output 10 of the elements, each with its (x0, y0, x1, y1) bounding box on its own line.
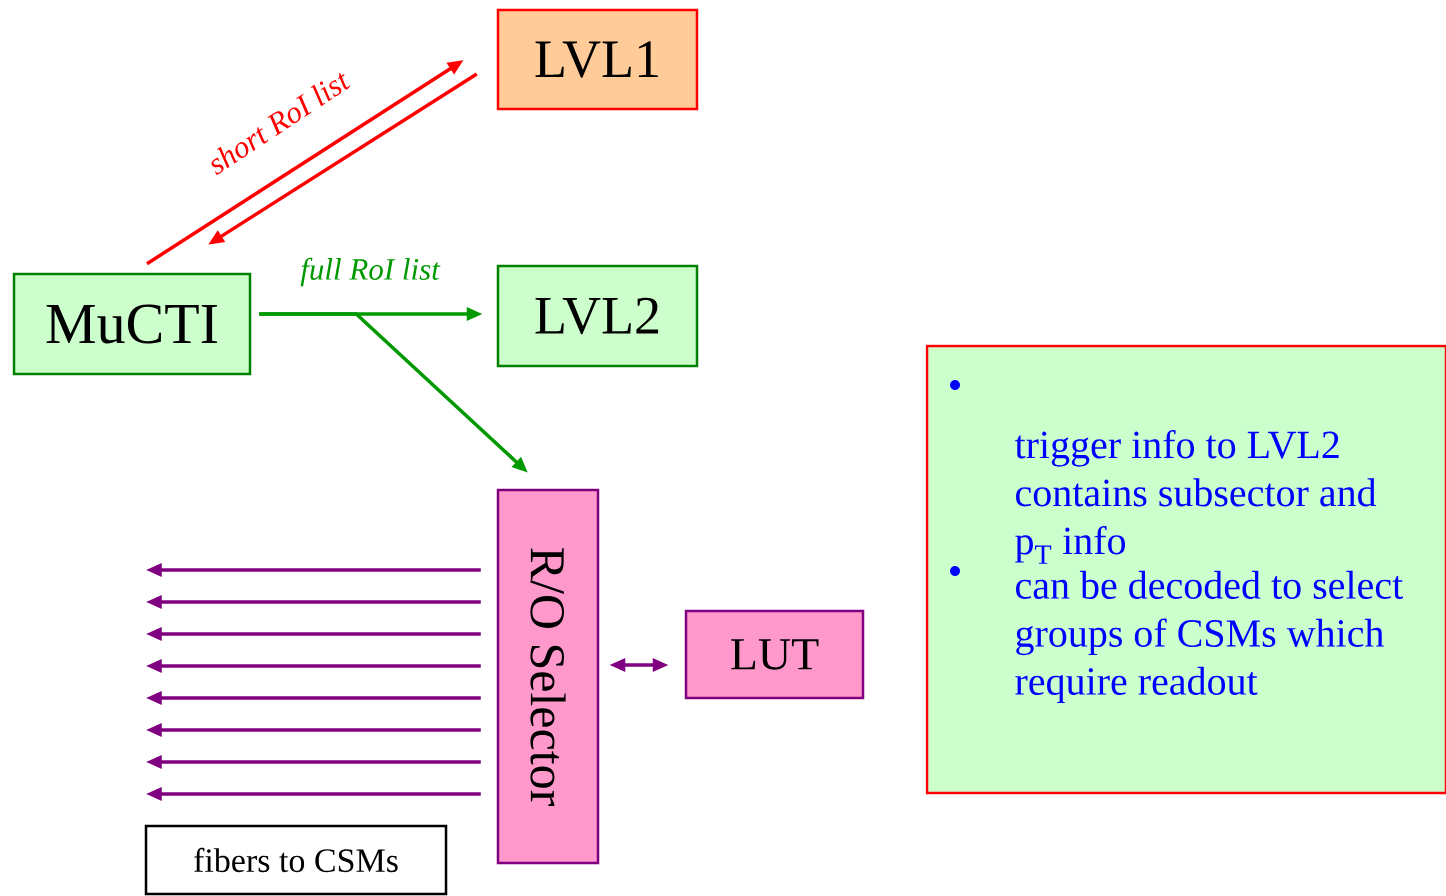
note-box (925, 344, 1446, 795)
process-box: LUT (684, 609, 865, 700)
process-box: LVL2 (496, 264, 699, 368)
process-box: MuCTI (12, 272, 252, 376)
process-box: LVL1 (496, 8, 699, 111)
process-box: R/O Selector (496, 488, 600, 865)
bullet-text: can be decoded to select groups of CSMs which require readout (1015, 570, 1403, 704)
edge-label: full RoI list (299, 256, 441, 288)
edge-label: short RoI list (203, 66, 353, 178)
text-box: fibers to CSMs (144, 824, 448, 896)
